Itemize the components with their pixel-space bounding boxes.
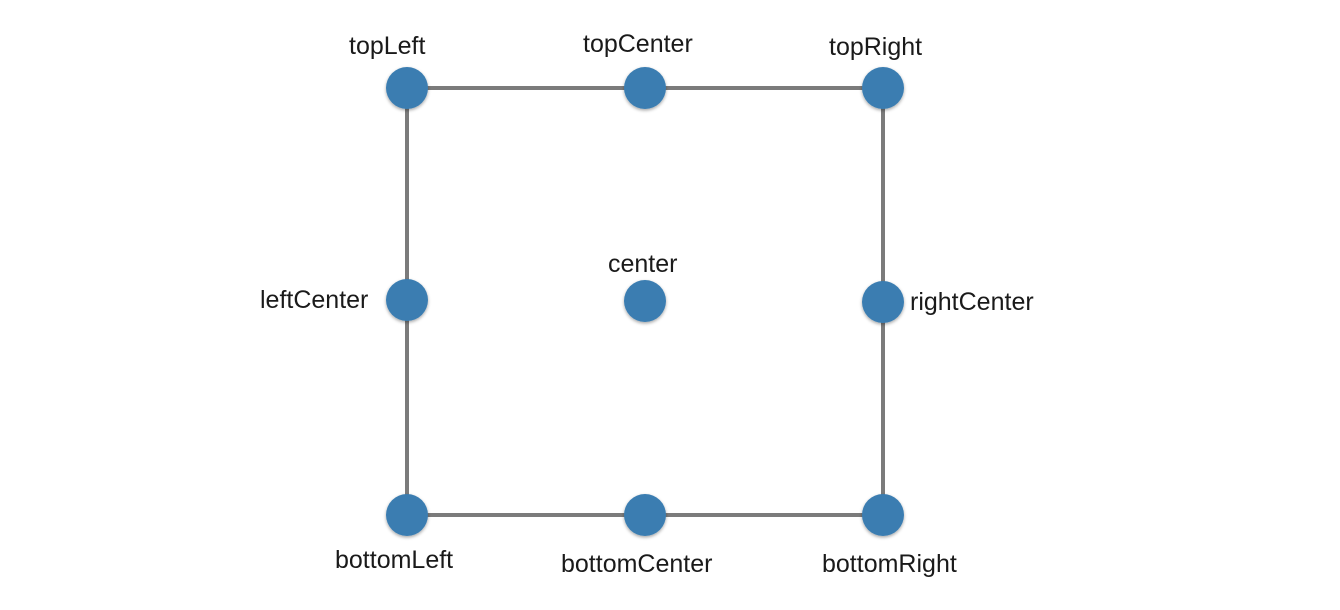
top-left-label: topLeft	[349, 32, 426, 60]
bottom-center-label: bottomCenter	[561, 550, 713, 578]
bottom-center-point	[624, 494, 666, 536]
center-point	[624, 280, 666, 322]
left-center-label: leftCenter	[260, 286, 369, 314]
top-right-label: topRight	[829, 33, 923, 61]
bottom-right-label: bottomRight	[822, 550, 957, 578]
top-right-point	[862, 67, 904, 109]
bottom-left-point	[386, 494, 428, 536]
left-center-point	[386, 279, 428, 321]
center-label: center	[608, 250, 678, 278]
bottom-right-point	[862, 494, 904, 536]
top-center-point	[624, 67, 666, 109]
right-center-point	[862, 281, 904, 323]
top-center-label: topCenter	[583, 30, 693, 58]
top-left-point	[386, 67, 428, 109]
bottom-left-label: bottomLeft	[335, 546, 454, 574]
right-center-label: rightCenter	[910, 288, 1034, 316]
